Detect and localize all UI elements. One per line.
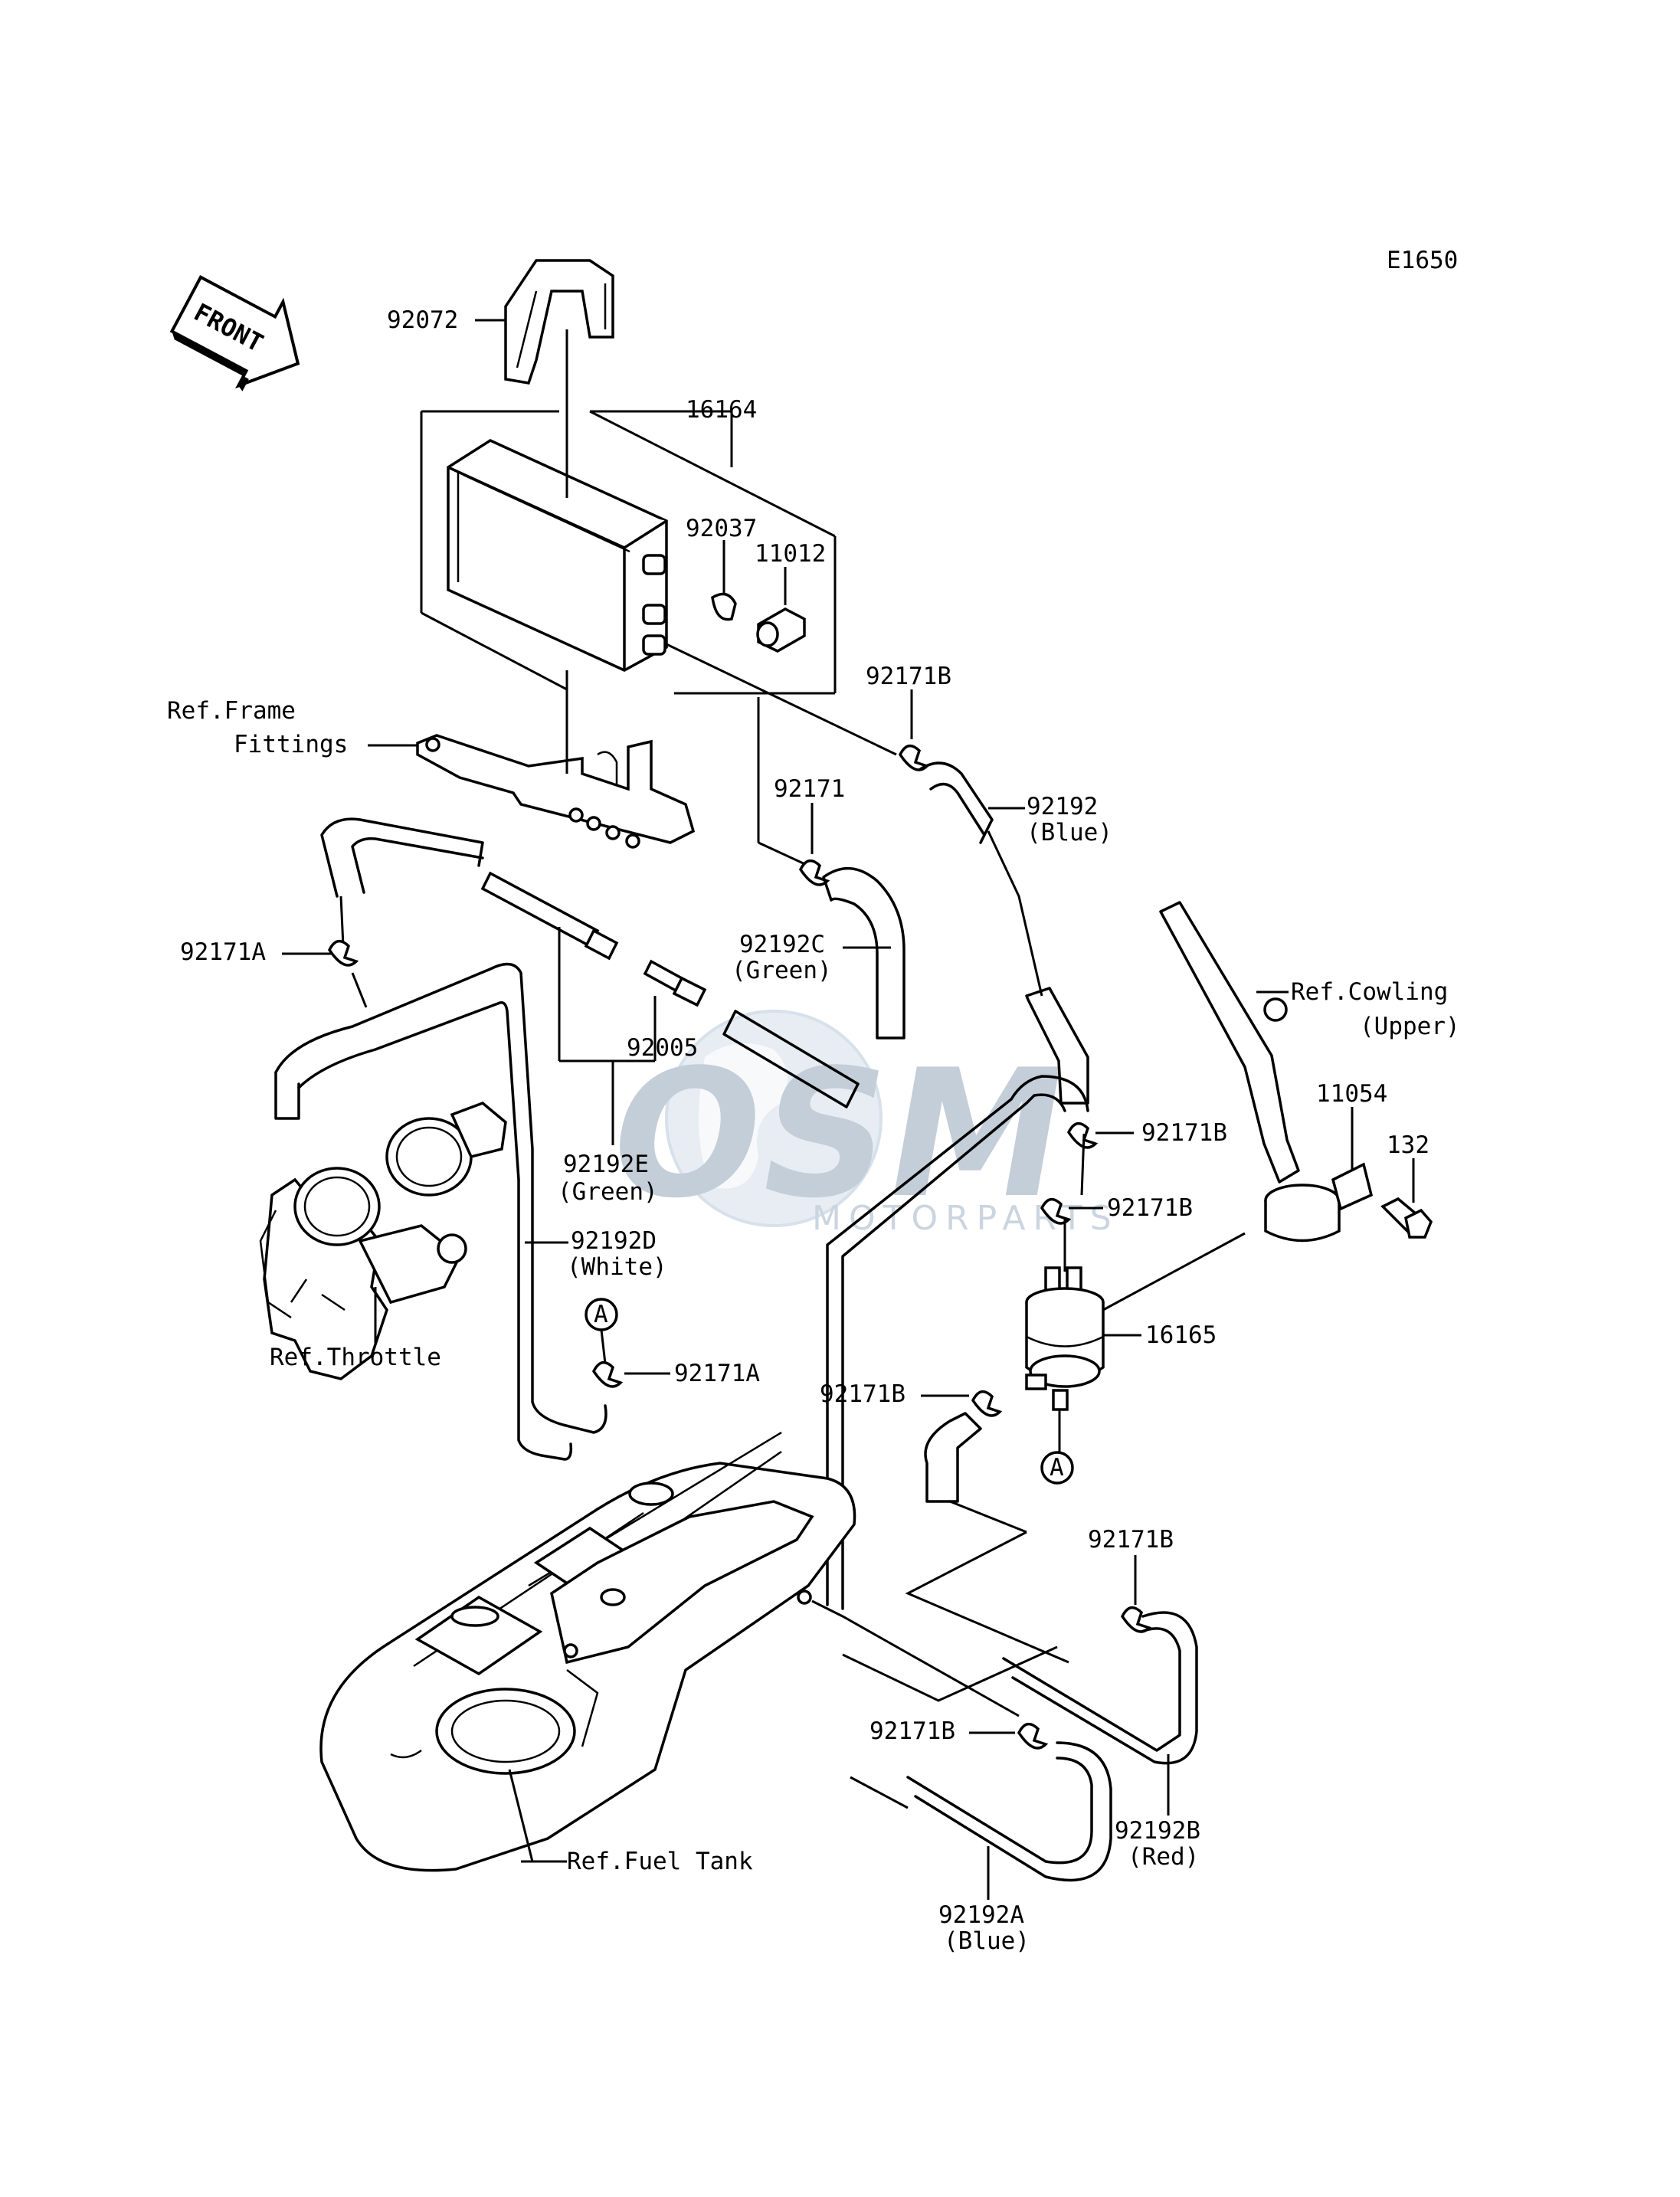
hose-92192A-blue bbox=[906, 1741, 1112, 1882]
hose-clamp-icon bbox=[1066, 1121, 1099, 1149]
hose-clamp-icon bbox=[327, 939, 359, 967]
fuel-filter-16165 bbox=[1025, 1266, 1105, 1411]
hose-clamp-icon bbox=[898, 744, 930, 771]
callout-92171B-4: 92171B bbox=[820, 1380, 905, 1408]
callout-92192-blue: 92192 bbox=[1027, 793, 1098, 820]
marker-a-1: A bbox=[594, 1301, 608, 1328]
cap-11012-icon bbox=[756, 607, 806, 653]
hose-92192D-white bbox=[274, 962, 607, 1461]
callout-92192A: 92192A bbox=[938, 1901, 1024, 1929]
callout-16165: 16165 bbox=[1145, 1321, 1217, 1349]
callout-92192E-color: (Green) bbox=[558, 1178, 658, 1206]
charcoal-canister bbox=[447, 429, 668, 672]
watermark-tagline: MOTORPARTS bbox=[812, 1199, 1119, 1238]
callout-92171B-6: 92171B bbox=[869, 1717, 955, 1745]
callout-92192C: 92192C bbox=[739, 931, 825, 958]
marker-a-icon bbox=[1040, 1451, 1074, 1485]
hose-clamp-icon bbox=[1120, 1606, 1152, 1633]
marker-a-2: A bbox=[1050, 1454, 1064, 1482]
callout-92171A-1: 92171A bbox=[180, 938, 266, 966]
callout-92192C-color: (Green) bbox=[732, 957, 832, 984]
ref-cowling-label-1: Ref.Cowling bbox=[1291, 978, 1448, 1006]
callout-16164: 16164 bbox=[686, 396, 757, 424]
band-11054 bbox=[1264, 1162, 1374, 1243]
hose-clamp-icon bbox=[798, 859, 830, 886]
callout-92171: 92171 bbox=[774, 775, 845, 803]
callout-92171A-2: 92171A bbox=[674, 1360, 760, 1387]
hose-92192-blue bbox=[918, 761, 994, 844]
callout-92037: 92037 bbox=[686, 515, 757, 542]
callout-92192-blue-color: (Blue) bbox=[1027, 819, 1112, 846]
hose-clamp-icon bbox=[1017, 1722, 1049, 1750]
hose-92192E-green bbox=[722, 1010, 860, 1108]
canister-nozzle bbox=[642, 554, 666, 656]
frame-fitting-bracket bbox=[416, 734, 696, 849]
ref-frame-label-1: Ref.Frame bbox=[167, 697, 296, 725]
callout-92192D: 92192D bbox=[571, 1227, 657, 1255]
callout-92192B: 92192B bbox=[1115, 1817, 1200, 1845]
callout-92171B-5: 92171B bbox=[1088, 1526, 1174, 1554]
bolt-132-icon bbox=[1380, 1197, 1433, 1239]
throttle-body bbox=[259, 1102, 507, 1380]
callout-92171B-2: 92171B bbox=[1141, 1119, 1227, 1147]
hose-92192-blue-filter bbox=[826, 1075, 1089, 1610]
hose-92192B-red bbox=[1002, 1611, 1198, 1765]
ref-fuel-tank-label: Ref.Fuel Tank bbox=[567, 1848, 753, 1875]
callout-92072: 92072 bbox=[387, 306, 458, 334]
callout-92171B-3: 92171B bbox=[1107, 1194, 1193, 1222]
cowling-stay bbox=[1159, 901, 1300, 1184]
callout-92192B-color: (Red) bbox=[1128, 1843, 1199, 1871]
ref-cowling-label-2: (Upper) bbox=[1360, 1013, 1460, 1040]
hose-92192C-green bbox=[822, 867, 905, 1040]
fuel-tank bbox=[319, 1431, 856, 1872]
hose-92192-blue-lower bbox=[1025, 987, 1089, 1105]
hose-clamp-icon bbox=[591, 1360, 624, 1388]
callout-92192A-color: (Blue) bbox=[944, 1927, 1030, 1955]
callout-11054: 11054 bbox=[1316, 1080, 1387, 1108]
callout-11012: 11012 bbox=[755, 540, 826, 568]
front-arrow-icon: FRONT bbox=[169, 275, 300, 391]
callout-92192E: 92192E bbox=[563, 1151, 649, 1178]
callout-92171B-1: 92171B bbox=[866, 663, 951, 690]
callout-132: 132 bbox=[1387, 1131, 1429, 1159]
clip-92037-icon bbox=[711, 592, 737, 621]
hose-upper-left bbox=[320, 817, 484, 898]
ref-throttle-label: Ref.Throttle bbox=[270, 1344, 441, 1371]
ref-frame-label-2: Fittings bbox=[234, 731, 348, 758]
hose-clamp-icon bbox=[971, 1390, 1003, 1417]
diagram-code: E1650 bbox=[1387, 247, 1458, 274]
pipe-joint-92005 bbox=[480, 871, 707, 1007]
callout-92005: 92005 bbox=[627, 1034, 698, 1062]
hose-clamp-icon bbox=[1040, 1197, 1072, 1225]
watermark-brand: OSM bbox=[594, 1032, 1082, 1237]
strap-bracket bbox=[504, 259, 614, 385]
callout-92192D-color: (White) bbox=[567, 1253, 667, 1281]
hose-filter-outlet bbox=[924, 1412, 982, 1503]
